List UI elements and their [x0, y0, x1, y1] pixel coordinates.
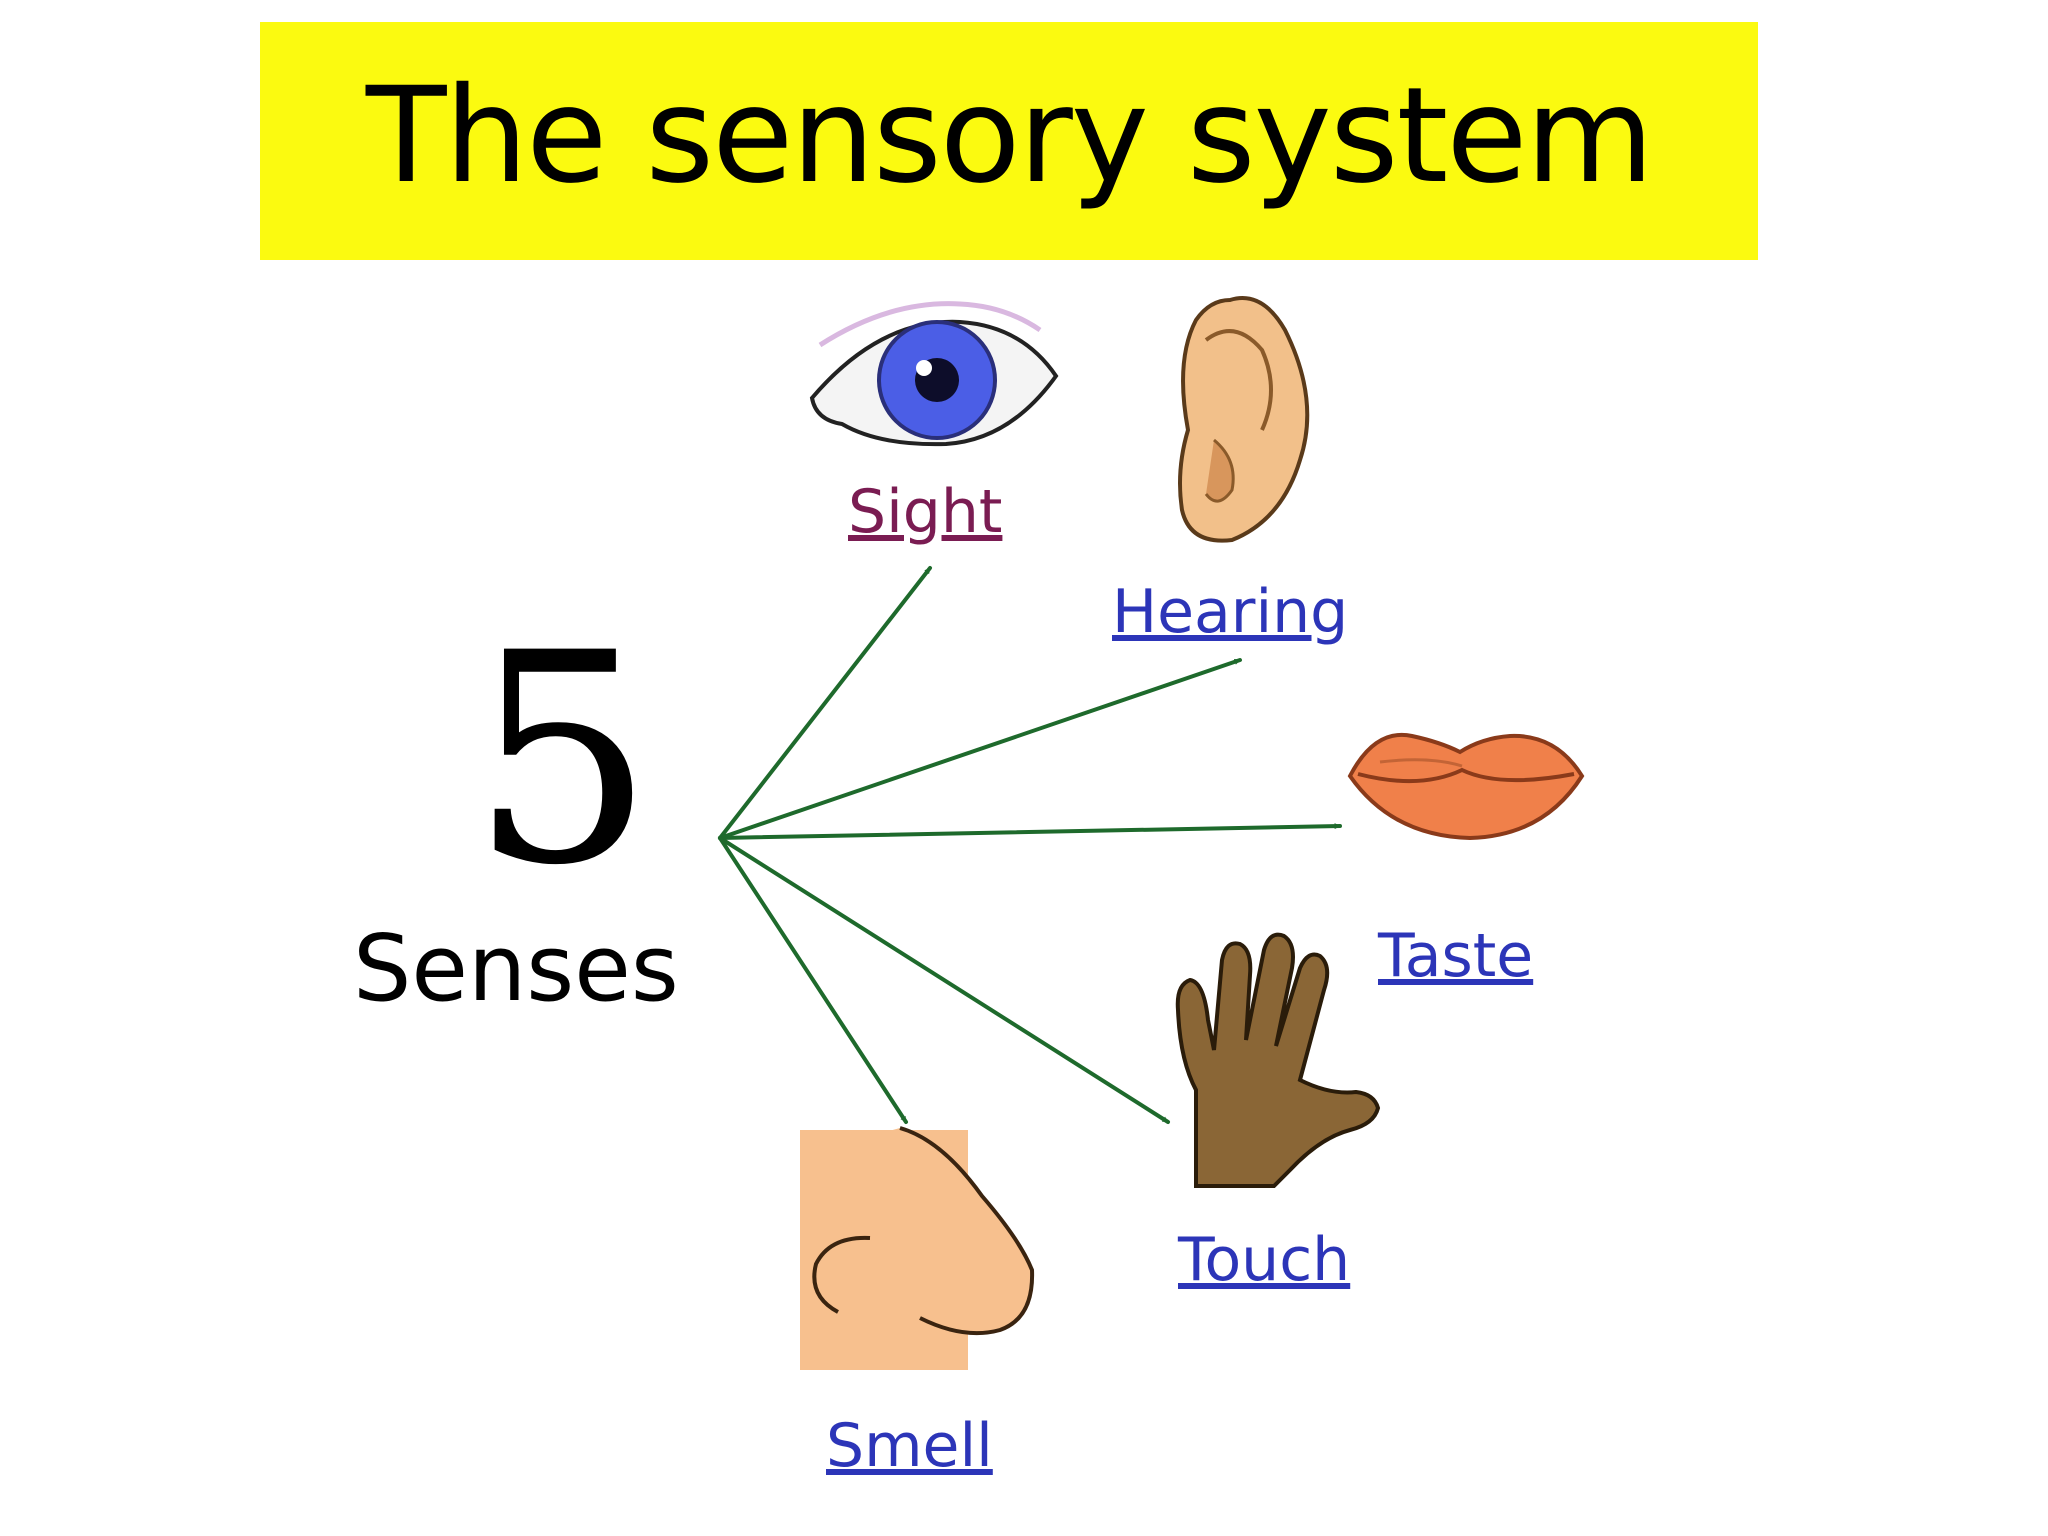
lips-icon	[1347, 732, 1585, 841]
title-banner: The sensory system	[260, 22, 1758, 260]
arrow-to-hearing	[718, 658, 1242, 840]
arrow-to-sight	[718, 566, 932, 840]
label-touch: Touch	[1177, 1225, 1350, 1295]
nose-icon	[800, 1126, 1035, 1370]
senses-count: 5	[470, 592, 655, 929]
ear-icon	[1178, 296, 1310, 543]
arrow-to-taste	[718, 823, 1342, 840]
arrow-to-touch	[718, 836, 1170, 1124]
label-hearing: Hearing	[1112, 577, 1348, 647]
label-sight: Sight	[848, 477, 1002, 547]
arrow-to-smell	[718, 836, 908, 1124]
label-taste: Taste	[1377, 921, 1533, 991]
senses-word: Senses	[353, 915, 679, 1022]
arrows	[718, 566, 1342, 1124]
eye-icon	[809, 301, 1059, 447]
page-title: The sensory system	[365, 59, 1654, 213]
hand-icon	[1175, 932, 1381, 1188]
label-smell: Smell	[826, 1411, 993, 1481]
